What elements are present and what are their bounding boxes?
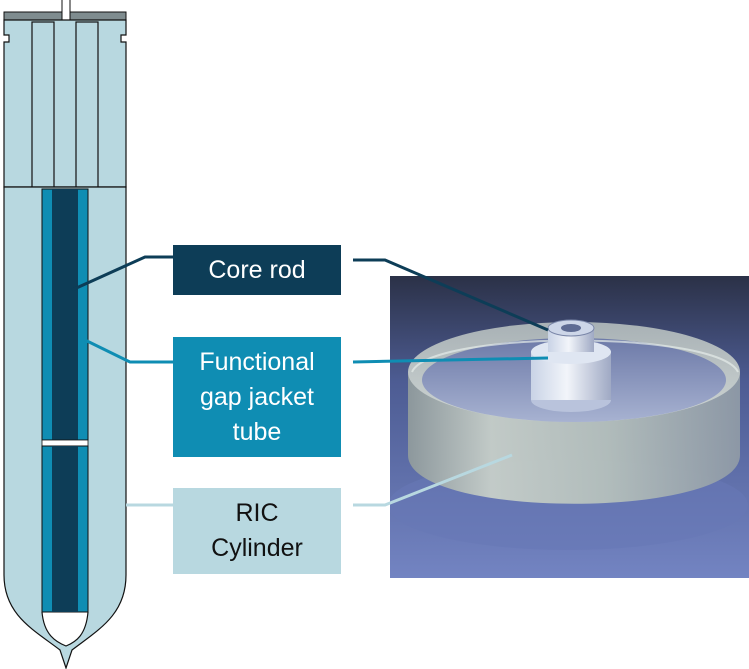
preform-cross-section-icon	[3, 0, 127, 669]
gap-jacket-tube-label: Functional gap jacket tube	[199, 347, 315, 446]
gap-jacket-photo-leader	[352, 356, 549, 364]
handle-cap	[3, 11, 63, 21]
handle-slot	[75, 21, 99, 188]
ric-cylinder-label: RIC Cylinder	[211, 499, 303, 562]
handle-slot	[61, 0, 71, 20]
core-rod-label: Core rod	[208, 255, 306, 284]
core-rod-photo-leader	[353, 258, 549, 332]
ric-cylinder-photo-leader	[353, 453, 513, 507]
glass-cylinder-photo-icon	[390, 276, 749, 578]
ric-cylinder-label-bg	[173, 488, 341, 574]
handle-body	[3, 19, 127, 188]
core-rod-leader	[71, 255, 173, 292]
core-rod	[52, 189, 78, 440]
ric-cylinder-tip	[41, 611, 89, 647]
handle-slot	[31, 21, 55, 188]
rod-gap	[41, 439, 89, 447]
gap-jacket-label-bg	[173, 337, 341, 457]
leader-lines	[71, 255, 549, 507]
core-rod-label-bg	[173, 245, 341, 295]
gap-jacket-leader	[84, 338, 173, 364]
handle-cap	[69, 11, 127, 21]
core-rod	[52, 446, 78, 612]
